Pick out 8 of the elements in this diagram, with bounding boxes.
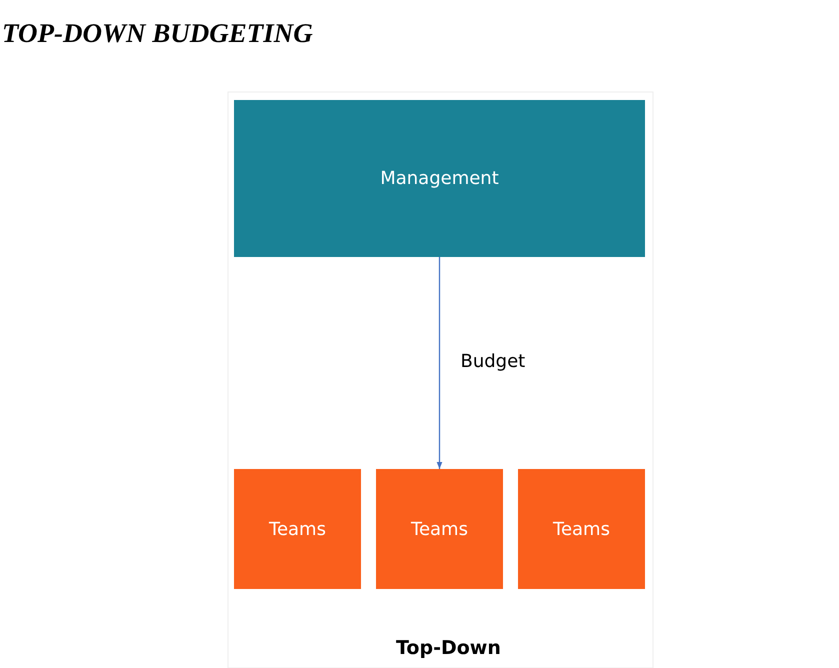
management-box: Management <box>234 100 645 257</box>
team-box: Teams <box>376 469 503 589</box>
team-box: Teams <box>518 469 645 589</box>
team-box: Teams <box>234 469 361 589</box>
arrow <box>436 257 442 469</box>
edge-label: Budget <box>460 351 526 372</box>
caption: Top-Down <box>396 637 501 659</box>
title: TOP-DOWN BUDGETING <box>2 18 313 49</box>
